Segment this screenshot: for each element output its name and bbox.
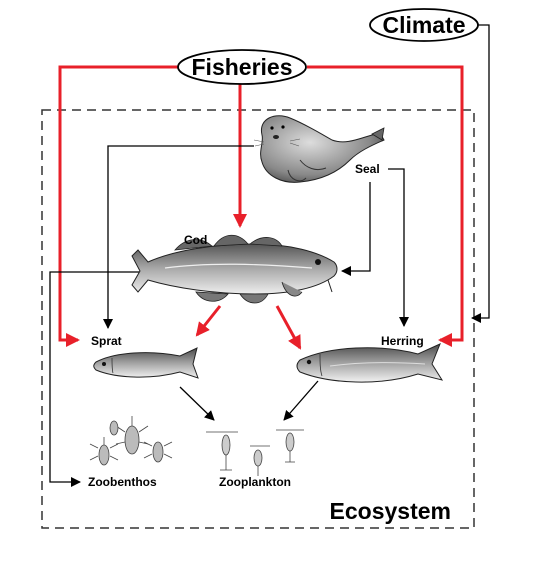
cod-to-herring-link <box>275 305 302 350</box>
ecosystem-boundary <box>41 109 475 529</box>
climate-label: Climate <box>382 12 465 38</box>
sprat-label: Sprat <box>91 334 122 348</box>
climate-node: Climate <box>369 8 479 42</box>
seal-to-cod-link <box>341 182 371 276</box>
fishing-pressure-links <box>58 65 464 350</box>
zoobenthos-label: Zoobenthos <box>88 475 157 489</box>
zooplankton-label: Zooplankton <box>219 475 291 489</box>
herring-to-zooplankton-link <box>283 380 319 421</box>
cod-to-sprat-link <box>195 305 222 337</box>
cod-label: Cod <box>184 233 207 247</box>
fisheries-label: Fisheries <box>192 54 293 80</box>
sprat-illustration <box>93 347 199 379</box>
zoobenthos-illustration <box>89 416 173 466</box>
herring-label: Herring <box>381 334 424 348</box>
fisheries-node: Fisheries <box>177 49 307 85</box>
seal-to-herring-link <box>388 168 409 327</box>
seal-illustration <box>253 115 385 183</box>
fisheries-to-sprat-link <box>58 65 178 347</box>
cod-illustration <box>131 234 338 304</box>
seal-label: Seal <box>355 162 380 176</box>
climate-to-ecosystem-link <box>471 24 490 323</box>
ecosystem-label: Ecosystem <box>330 498 451 524</box>
herring-illustration <box>296 343 444 383</box>
zooplankton-illustration <box>206 429 304 476</box>
seal-to-sprat-link <box>103 145 254 329</box>
fisheries-to-herring-link <box>307 65 464 347</box>
cod-to-zoobenthos-link <box>49 271 143 487</box>
trophic-links <box>49 24 490 487</box>
sprat-to-zooplankton-link <box>179 386 215 421</box>
